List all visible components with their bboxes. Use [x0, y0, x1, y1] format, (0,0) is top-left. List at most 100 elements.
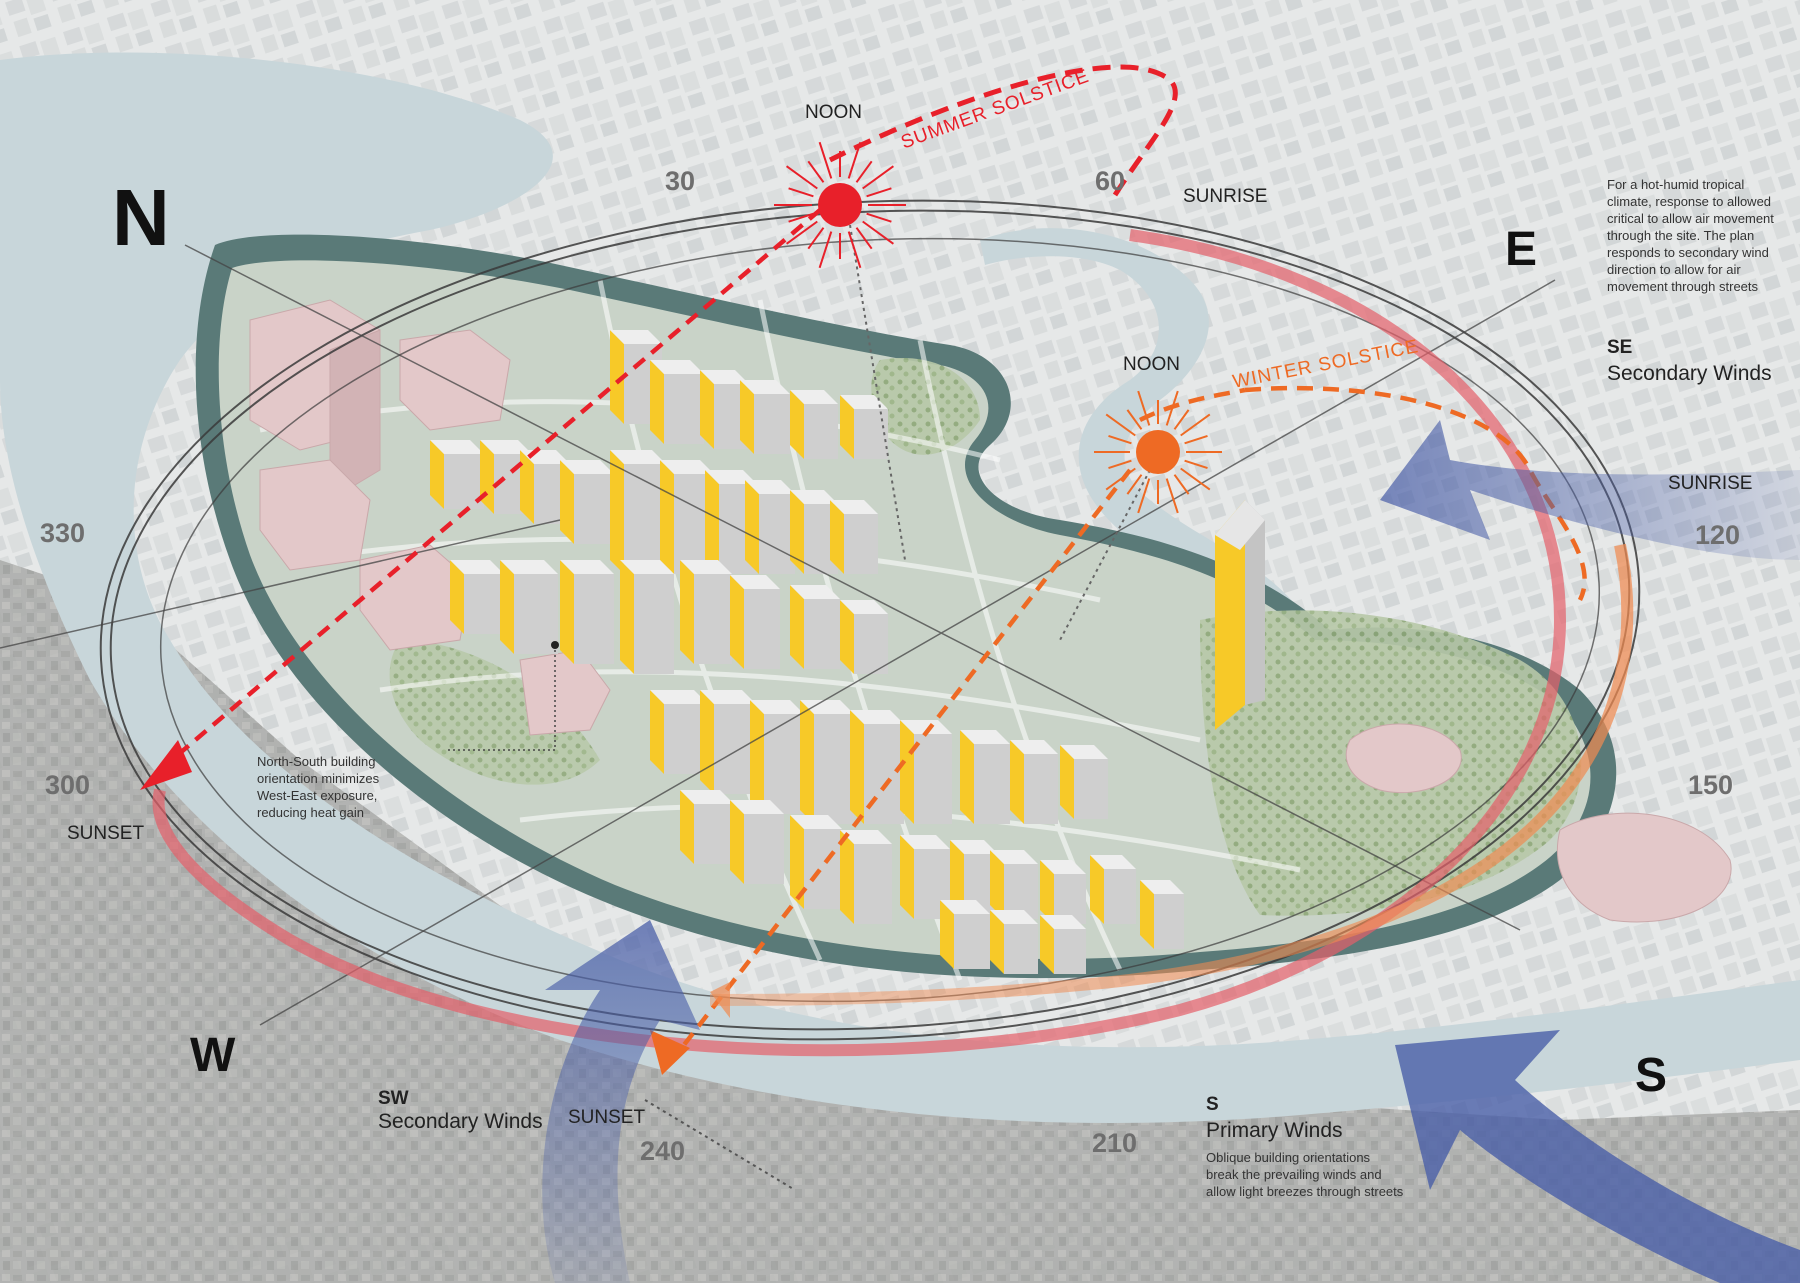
- sun-ray: [1173, 474, 1190, 495]
- building-roof: [680, 560, 732, 574]
- building-shade-face: [464, 574, 504, 634]
- building-shade-face: [694, 574, 732, 664]
- building-roof: [500, 560, 558, 574]
- sun-ray: [1165, 478, 1179, 514]
- building-shade-face: [1004, 864, 1038, 919]
- degree-120: 120: [1695, 520, 1741, 550]
- building-sun-face: [840, 830, 854, 924]
- building-roof: [660, 460, 714, 474]
- building-roof: [680, 790, 734, 804]
- building-roof: [1090, 855, 1136, 869]
- building-shade-face: [844, 514, 878, 574]
- building-shade-face: [1004, 924, 1038, 974]
- compass-east: E: [1505, 223, 1538, 276]
- building-shade-face: [1074, 759, 1108, 819]
- building-shade-face: [759, 494, 795, 574]
- building-sun-face: [800, 700, 814, 824]
- building-sun-face: [1140, 880, 1154, 949]
- building-roof: [900, 835, 950, 849]
- sun-ray: [788, 187, 814, 198]
- sun-ray: [786, 220, 818, 245]
- building-roof: [940, 900, 990, 914]
- sun-ray: [1184, 459, 1208, 470]
- building-shade-face: [1154, 894, 1184, 949]
- degree-150: 150: [1688, 770, 1734, 800]
- building-shade-face: [864, 724, 904, 824]
- building-sun-face: [1060, 745, 1074, 819]
- building-shade-face: [804, 504, 838, 574]
- building-roof: [990, 850, 1038, 864]
- building-sun-face: [430, 440, 444, 509]
- building-roof: [650, 690, 708, 704]
- building-sun-face: [740, 380, 754, 454]
- wind-s-code: S: [1206, 1094, 1219, 1115]
- building-roof: [800, 700, 854, 714]
- building-roof: [1040, 860, 1086, 874]
- building-roof: [840, 395, 888, 409]
- degree-330: 330: [40, 518, 86, 548]
- building-shade-face: [914, 734, 952, 824]
- building-sun-face: [750, 700, 764, 814]
- building-shade-face: [854, 844, 892, 924]
- wind-se-name: Secondary Winds: [1607, 362, 1772, 385]
- sun-ray: [862, 220, 894, 245]
- building-roof: [700, 370, 749, 384]
- orientation-note: North-South building orientation minimiz…: [257, 754, 380, 820]
- compass-north: N: [112, 173, 170, 262]
- building-sun-face: [450, 560, 464, 634]
- building-roof: [790, 490, 838, 504]
- building-sun-face: [850, 710, 864, 824]
- building-sun-face: [900, 835, 914, 919]
- building-shade-face: [664, 704, 708, 774]
- degree-300: 300: [45, 770, 91, 800]
- building-shade-face: [804, 404, 838, 459]
- building-roof: [1060, 745, 1108, 759]
- building-roof: [480, 440, 532, 454]
- building-sun-face: [840, 600, 854, 674]
- building-sun-face: [650, 690, 664, 774]
- building-sun-face: [1010, 740, 1024, 824]
- sun-ray: [1126, 409, 1143, 430]
- building-sun-face: [700, 690, 714, 794]
- building-shade-face: [664, 374, 704, 444]
- sun-ray: [1137, 478, 1151, 514]
- sun-ray: [1180, 413, 1211, 437]
- building-shade-face: [574, 574, 614, 664]
- building-shade-face: [1024, 754, 1058, 824]
- building-shade-face: [1104, 869, 1136, 924]
- building-sun-face: [790, 585, 804, 669]
- sun-ray: [1105, 467, 1136, 491]
- building-sun-face: [620, 560, 634, 674]
- sun-ray: [807, 160, 825, 183]
- sunset-winter-label: SUNSET: [568, 1107, 646, 1128]
- sun-ray: [818, 141, 833, 179]
- building-sun-face: [900, 720, 914, 824]
- building-sun-face: [680, 790, 694, 864]
- summer-noon-label: NOON: [805, 102, 862, 123]
- building-sun-face: [705, 470, 719, 574]
- sun-ray: [847, 141, 862, 179]
- degree-30: 30: [665, 166, 696, 196]
- building-shade-face: [694, 804, 734, 864]
- sun-ray: [788, 212, 814, 223]
- building-sun-face: [790, 490, 804, 574]
- compass-west: W: [190, 1029, 236, 1082]
- building-shade-face: [964, 854, 998, 914]
- climate-note: For a hot-humid tropical climate, respon…: [1607, 177, 1774, 294]
- building-sun-face: [730, 800, 744, 884]
- sun-ray: [1180, 467, 1211, 491]
- wind-sw-name: Secondary Winds: [378, 1110, 543, 1133]
- building-sun-face: [650, 360, 664, 444]
- building-shade-face: [1054, 874, 1086, 924]
- building-sun-face: [700, 370, 714, 449]
- building-sun-face: [660, 460, 674, 574]
- sun-ray: [855, 160, 873, 183]
- building-sun-face: [610, 450, 624, 574]
- building-roof: [730, 800, 784, 814]
- degree-210: 210: [1092, 1128, 1138, 1158]
- building-sun-face: [730, 575, 744, 669]
- building-roof: [730, 575, 780, 589]
- building-roof: [790, 815, 842, 829]
- building-roof: [790, 390, 838, 404]
